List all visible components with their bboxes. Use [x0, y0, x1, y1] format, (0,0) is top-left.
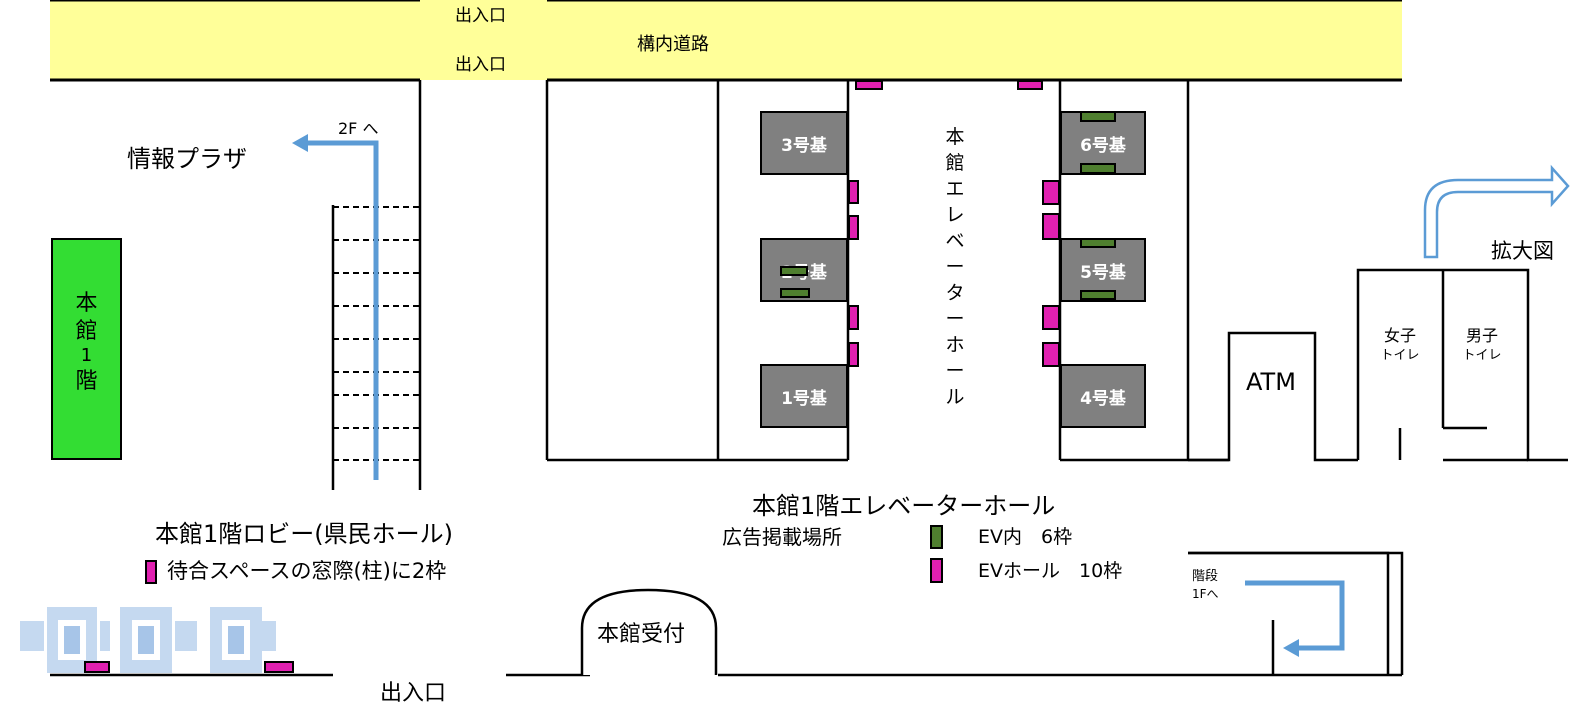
- atm-label: ATM: [1246, 368, 1296, 396]
- legend-window-text: 待合スペースの窓際(柱)に2枠: [167, 559, 447, 583]
- enlarged-view-arrow-icon: [1423, 164, 1570, 259]
- road-right: [547, 0, 1402, 80]
- ad-slot-ev-hall-9: [1042, 305, 1060, 330]
- road-left: [50, 0, 420, 80]
- mens-toilet-label: 男子 トイレ: [1462, 326, 1502, 363]
- info-plaza-label: 情報プラザ: [127, 145, 247, 173]
- ad-slot-ev-inside-4: [780, 288, 810, 298]
- legend-ev-hall: EVホール 10枠: [978, 560, 1123, 582]
- elevator-unit-4: 4号基: [1060, 364, 1146, 428]
- ad-slot-ev-hall-2: [1017, 80, 1043, 90]
- to-2f-label: 2F へ: [338, 119, 379, 138]
- elevator-hall-title: 本館1階エレベーターホール: [752, 492, 1056, 520]
- main-building-1f-block: 本 館 1 階: [51, 238, 122, 460]
- ad-slot-ev-hall-4: [848, 215, 859, 240]
- ad-slot-window-2: [264, 661, 294, 673]
- bottom-entrance-label: 出入口: [380, 681, 447, 706]
- ad-slot-ev-inside-6: [1080, 290, 1116, 300]
- arrow-to-2f-icon: [305, 140, 379, 480]
- reception-label: 本館受付: [597, 622, 686, 647]
- womens-toilet-label: 女子 トイレ: [1380, 326, 1420, 363]
- legend-ev-inside: EV内 6枠: [978, 526, 1073, 548]
- elevator-unit-3: 3号基: [760, 111, 848, 175]
- ad-location-label: 広告掲載場所: [722, 525, 842, 549]
- ad-slot-ev-hall-8: [1042, 213, 1060, 240]
- ad-slot-ev-inside-2: [1080, 163, 1116, 174]
- stairs-to-1f-label: 1Fへ: [1192, 587, 1219, 601]
- road-gap: [420, 0, 547, 80]
- ad-slot-ev-hall-7: [1042, 180, 1060, 205]
- ad-slot-ev-inside-3: [780, 266, 808, 276]
- ad-slot-window-1: [84, 661, 110, 673]
- enlarged-view-label[interactable]: 拡大図: [1491, 239, 1554, 263]
- ad-slot-ev-hall-10: [1042, 342, 1060, 367]
- legend-pink-swatch-2: [930, 558, 943, 583]
- arrow-stairs-icon: [1245, 580, 1345, 651]
- main-building-1f-label: 本 館 1 階: [75, 291, 98, 394]
- elevator-hall-vertical-label: 本 館 エ レ ベ ー タ ー ホ ー ル: [945, 126, 965, 408]
- stairs-label: 階段: [1192, 569, 1219, 584]
- road-label: 構内道路: [637, 34, 709, 55]
- legend-green-swatch: [930, 525, 943, 549]
- ad-slot-ev-inside-5: [1080, 238, 1116, 248]
- lobby-title: 本館1階ロビー(県民ホール): [155, 520, 453, 548]
- entrance-top-lower-label: 出入口: [455, 55, 506, 75]
- ad-slot-ev-hall-1: [855, 80, 883, 90]
- entrance-top-upper-label: 出入口: [455, 6, 506, 26]
- ad-slot-ev-hall-6: [848, 342, 859, 367]
- arrow-to-2f-head: [292, 134, 308, 152]
- ad-slot-ev-inside-1: [1080, 111, 1116, 122]
- ad-slot-ev-hall-3: [848, 180, 859, 204]
- arrow-stairs-head: [1283, 639, 1299, 657]
- legend-pink-swatch: [145, 560, 157, 584]
- elevator-unit-1: 1号基: [760, 364, 848, 428]
- reception-counter: [580, 588, 718, 675]
- ad-slot-ev-hall-5: [848, 305, 859, 330]
